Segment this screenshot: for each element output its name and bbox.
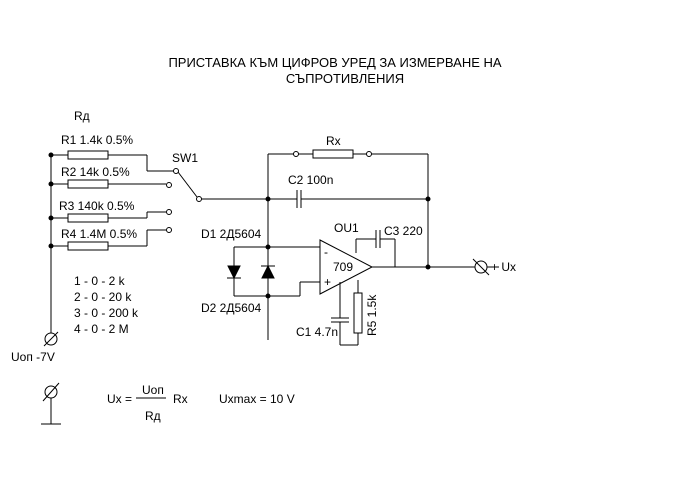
sw1-label: SW1 — [172, 151, 198, 165]
r4-label: R4 1.4M 0.5% — [61, 227, 137, 241]
opamp-709-label: 709 — [333, 260, 353, 274]
formula-denominator: Rд — [145, 409, 161, 423]
range-4: 4 - 0 - 2 M — [74, 322, 129, 336]
output-terminal — [472, 258, 499, 276]
formula-factor: Rx — [173, 392, 188, 406]
c2-label: C2 100n — [288, 173, 333, 187]
range-1: 1 - 0 - 2 k — [74, 274, 126, 288]
r2-label: R2 14k 0.5% — [61, 165, 130, 179]
d1-label: D1 2Д5604 — [201, 227, 261, 241]
resistor-r4 — [48, 229, 166, 251]
c1-label: C1 4.7n — [296, 325, 338, 339]
ou1-label: OU1 — [334, 221, 359, 235]
range-3: 3 - 0 - 200 k — [74, 306, 139, 320]
opamp-plus: + — [324, 275, 331, 289]
formula-max: Uxmax = 10 V — [219, 392, 295, 406]
output-label: + Ux — [491, 260, 516, 274]
resistor-r2 — [48, 179, 166, 189]
diodes-d1-d2 — [227, 244, 320, 340]
opamp-709 — [319, 239, 476, 295]
resistor-r1 — [48, 150, 174, 172]
r3-label: R3 140k 0.5% — [59, 199, 135, 213]
formula-numerator: Uоп — [142, 383, 164, 397]
c3-label: C3 220 — [384, 224, 423, 238]
switch-sw1 — [166, 168, 268, 233]
measure-terminal-symbol — [41, 382, 61, 425]
r5-label: R5 1.5k — [365, 294, 379, 336]
title-line-2: СЪПРОТИВЛЕНИЯ — [286, 71, 404, 86]
resistor-r3 — [48, 211, 166, 223]
resistor-r5 — [353, 280, 363, 345]
supply-terminal — [43, 331, 59, 347]
capacitor-c3 — [355, 230, 396, 267]
opamp-minus: - — [324, 245, 328, 259]
r1-label: R1 1.4k 0.5% — [61, 133, 133, 147]
d2-label: D2 2Д5604 — [201, 301, 261, 315]
rx-label: Rx — [326, 134, 341, 148]
rd-group-label: Rд — [74, 109, 90, 123]
title-line-1: ПРИСТАВКА КЪМ ЦИФРОВ УРЕД ЗА ИЗМЕРВАНЕ Н… — [168, 55, 501, 70]
resistor-rx — [268, 149, 428, 159]
formula-lhs: Ux = — [107, 392, 132, 406]
supply-label: Uоп -7V — [11, 350, 55, 364]
capacitor-c2 — [268, 190, 431, 208]
range-2: 2 - 0 - 20 k — [74, 290, 132, 304]
capacitor-c1 — [331, 282, 358, 346]
